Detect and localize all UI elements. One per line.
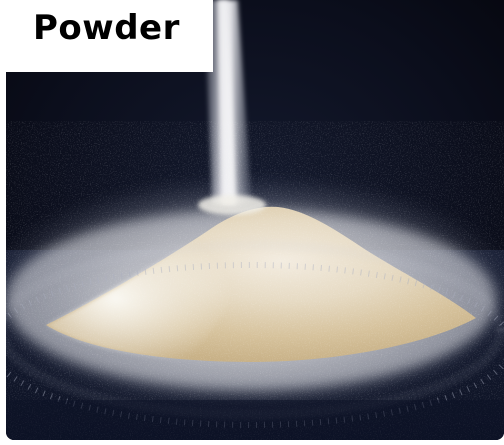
label-box: Powder	[6, 0, 213, 72]
powder-label: Powder	[33, 8, 180, 48]
powder-photo	[6, 0, 504, 440]
powder-photo-graphic	[6, 0, 504, 440]
